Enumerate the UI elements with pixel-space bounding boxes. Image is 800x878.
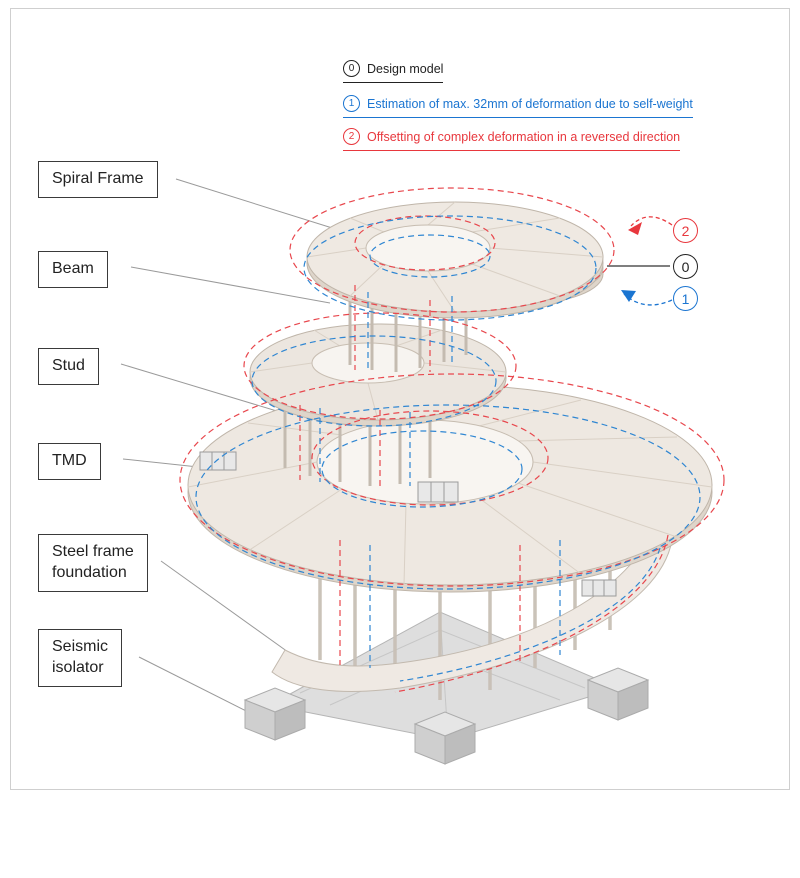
circle-1-icon: 1: [343, 95, 360, 112]
marker-circle-2: 2: [673, 218, 698, 243]
legend-design-model-label: Design model: [367, 61, 444, 76]
label-spiral-frame: Spiral Frame: [38, 161, 158, 198]
label-seismic-isolator: Seismic isolator: [38, 629, 123, 687]
legend-self-weight-deformation: 1 Estimation of max. 32mm of deformation…: [343, 95, 693, 118]
label-steel-frame-foundation: Steel frame foundation: [38, 534, 148, 592]
blue-deformation-outline: [195, 215, 701, 682]
circle-0-icon: 0: [343, 60, 360, 77]
red-deformation-outline: [179, 187, 725, 693]
marker-circle-0: 0: [673, 254, 698, 279]
marker-circle-1: 1: [673, 286, 698, 311]
legend-self-weight-label: Estimation of max. 32mm of deformation d…: [367, 96, 693, 111]
figure-border-frame: [10, 8, 790, 790]
tmd-devices: [199, 451, 617, 597]
blue-arrowhead: [621, 290, 636, 302]
middle-deck: [249, 323, 507, 427]
label-beam: Beam: [38, 251, 108, 288]
reference-arrows: [607, 216, 673, 306]
circle-2-icon: 2: [343, 128, 360, 145]
top-deck: [306, 201, 604, 319]
lower-ramp: [271, 524, 673, 692]
red-arrow-curve: [630, 216, 673, 227]
label-stud: Stud: [38, 348, 99, 385]
upper-studs: [348, 290, 468, 372]
legend-design-model: 0 Design model: [343, 60, 444, 83]
label-tmd: TMD: [38, 443, 101, 480]
legend-reversed-offset-label: Offsetting of complex deformation in a r…: [367, 129, 681, 144]
red-arrowhead: [628, 222, 642, 235]
legend-reversed-offset: 2 Offsetting of complex deformation in a…: [343, 128, 681, 151]
